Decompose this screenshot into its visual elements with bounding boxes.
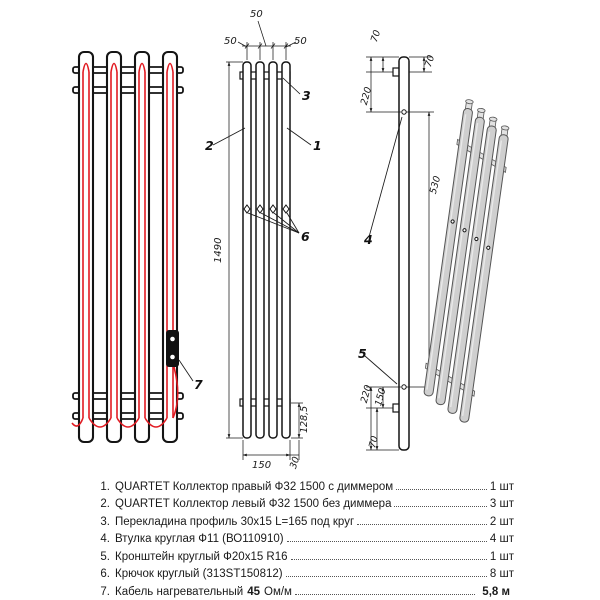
dim-top-50-mid: 50 [250,9,263,20]
dot-leader [290,558,487,560]
part-quantity: 8 шт [489,568,514,580]
dim-side-530: 530 [428,175,443,195]
dot-leader [357,523,487,525]
part-number: 3. [100,515,110,528]
dim-top-50-right: 50 [294,36,307,47]
part-description: Перекладина профиль 30x15 L=165 под круг [115,515,355,528]
part-quantity: 2 шт [489,515,514,528]
parts-list-row-7: 7. Кабель нагревательный 45 Ом/м 5,8 м [90,580,514,598]
parts-list-row-6: 6. Крючок круглый (313ST150812) 8 шт [90,563,514,580]
dot-leader [286,541,487,542]
dim-bottom-150: 150 [252,460,271,471]
parts-list-row-2: 2. QUARTET Коллектор левый Ф32 1500 без … [90,493,514,510]
dim-side-lower-150: 150 [373,387,388,407]
callout-4: 4 [363,232,373,247]
dim-side-bottom-70: 70 [367,435,381,450]
part-number: 2. [100,498,110,510]
heating-cable [71,62,179,428]
parts-list-row-5: 5. Кронштейн круглый Ф20x15 R16 1 шт [90,545,514,563]
technical-drawing: 7 6 50 50 50 [71,9,510,471]
parts-list: 1. QUARTET Коллектор правый Ф32 1500 с д… [90,475,514,598]
front-view-heating-cable: 7 [71,50,203,444]
callout-7: 7 [194,377,203,392]
dim-side-top-right-70: 70 [423,54,437,69]
dot-leader [285,576,487,577]
part-description: Крючок круглый (313ST150812) [115,568,283,580]
callout-2: 2 [205,138,214,153]
part-description: QUARTET Коллектор правый Ф32 1500 с димм… [115,480,394,493]
dot-leader [396,488,487,490]
dim-bottom-30: 30 [288,455,302,470]
parts-list-row-3: 3. Перекладина профиль 30x15 L=165 под к… [90,510,514,528]
part-description-resistance: 45 [247,585,261,598]
parts-list-row-1: 1. QUARTET Коллектор правый Ф32 1500 с д… [90,475,514,493]
part-quantity: 5,8 м [482,585,510,598]
dim-side-top-70: 70 [369,29,383,44]
part-description: QUARTET Коллектор левый Ф32 1500 без дим… [115,498,392,510]
side-view: 70 220 150 220 70 70 530 4 5 [358,29,443,451]
dim-side-upper-220: 220 [359,86,374,106]
callout-5: 5 [358,346,367,361]
part-number: 5. [100,550,110,563]
part-number: 1. [100,480,110,493]
part-quantity: 3 шт [489,498,514,510]
callout-6: 6 [301,229,310,244]
part-number: 7. [100,585,110,598]
front-view-dimensioned: 6 50 50 50 1490 150 30 128,5 [205,9,322,471]
part-quantity: 4 шт [489,533,514,545]
dot-leader [294,593,476,595]
dim-top-50-left: 50 [224,36,237,47]
part-description: Кабель нагревательный [115,585,244,598]
part-description: Втулка круглая Ф11 (ВО110910) [115,533,284,545]
parts-list-row-4: 4. Втулка круглая Ф11 (ВО110910) 4 шт [90,528,514,545]
dim-side-lower-220: 220 [359,384,374,404]
part-quantity: 1 шт [489,550,514,563]
dim-bottom-128-5: 128,5 [299,406,310,433]
callout-3: 3 [302,88,311,103]
dot-leader [394,506,487,507]
callout-1: 1 [313,138,322,153]
dim-height-1490: 1490 [213,238,224,263]
part-description-unit: Ом/м [264,585,292,598]
part-number: 6. [100,568,110,580]
part-quantity: 1 шт [489,480,514,493]
perspective-view [423,99,510,423]
part-number: 4. [100,533,110,545]
part-description: Кронштейн круглый Ф20x15 R16 [115,550,288,563]
dimmer-bracket [166,330,179,367]
